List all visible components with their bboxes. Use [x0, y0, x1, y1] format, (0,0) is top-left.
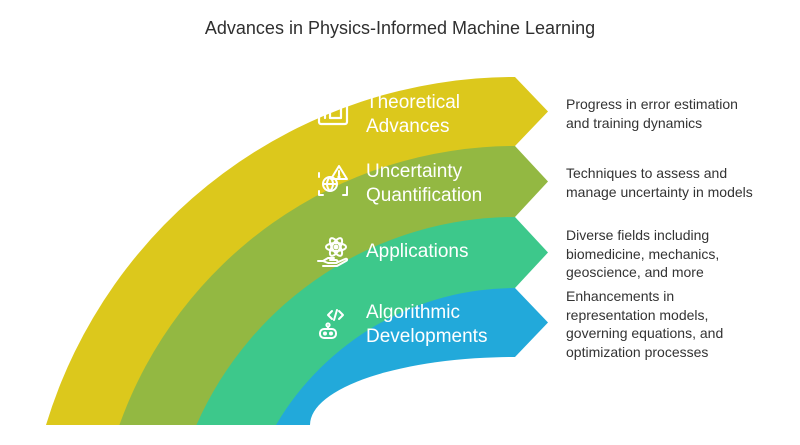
stage-label-uncertainty-quantification: Uncertainty Quantification [366, 160, 482, 208]
stage-label-line: Developments [366, 326, 488, 347]
arrowhead [515, 77, 548, 146]
description-line: Enhancements in [566, 288, 675, 304]
description-line: Diverse fields including [566, 227, 710, 243]
stage-label-line: Advances [366, 116, 450, 137]
stage-label-line: Applications [366, 241, 469, 262]
arrowhead [515, 146, 548, 217]
warning-globe-icon [318, 165, 348, 196]
stage-label-theoretical-advances: Theoretical Advances [366, 91, 460, 139]
description-line: Progress in error estimation [566, 96, 738, 112]
stage-label-line: Quantification [366, 185, 483, 206]
description-line: manage uncertainty in models [566, 183, 753, 200]
stage-label-applications: Applications [366, 240, 468, 264]
inner-hole [310, 357, 515, 425]
arrowheads [515, 77, 548, 357]
code-robot-icon [319, 309, 344, 339]
description-line: and training dynamics [566, 114, 703, 131]
stage-description-applications: Diverse fields including biomedicine, me… [566, 226, 786, 282]
stage-description-theoretical-advances: Progress in error estimation and trainin… [566, 95, 786, 132]
stage-label-algorithmic-developments: Algorithmic Developments [366, 301, 487, 349]
description-line: optimization processes [566, 343, 709, 360]
description-line: biomedicine, mechanics, [566, 245, 720, 262]
stage-description-algorithmic-developments: Enhancements in representation models, g… [566, 287, 786, 361]
arrowhead [515, 288, 548, 357]
frame-icon [317, 94, 349, 126]
description-line: geoscience, and more [566, 264, 704, 280]
description-line: Techniques to assess and [566, 165, 728, 181]
stage-label-line: Uncertainty [366, 161, 463, 182]
stage-description-uncertainty-quantification: Techniques to assess and manage uncertai… [566, 164, 786, 201]
page-title: Advances in Physics-Informed Machine Lea… [204, 18, 596, 38]
atom-hand-icon [317, 237, 349, 267]
stage-label-line: Theoretical [366, 92, 460, 113]
stage-label-line: Algorithmic [366, 302, 460, 323]
description-line: governing equations, and [566, 325, 724, 341]
description-line: representation models, [566, 306, 709, 323]
arrowhead [515, 217, 548, 288]
